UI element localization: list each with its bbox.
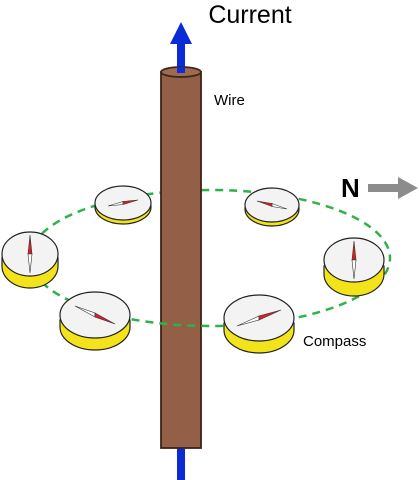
up-arrow-icon: [170, 22, 192, 72]
right-arrow-icon: [368, 177, 418, 199]
field-loop-back: [28, 188, 392, 259]
compass-front-right: [223, 294, 295, 354]
north-label: N: [341, 173, 360, 203]
wire-label: Wire: [214, 92, 245, 109]
compass-right: [323, 237, 385, 297]
compass-left: [1, 231, 59, 289]
compass-front-left: [59, 291, 131, 351]
wire: [160, 66, 202, 449]
current-label: Current: [208, 1, 291, 29]
compass-label: Compass: [303, 333, 366, 350]
compass-back-right: [244, 187, 300, 227]
current-arrow-bottom: [177, 448, 185, 480]
compass-back-left: [94, 185, 152, 225]
